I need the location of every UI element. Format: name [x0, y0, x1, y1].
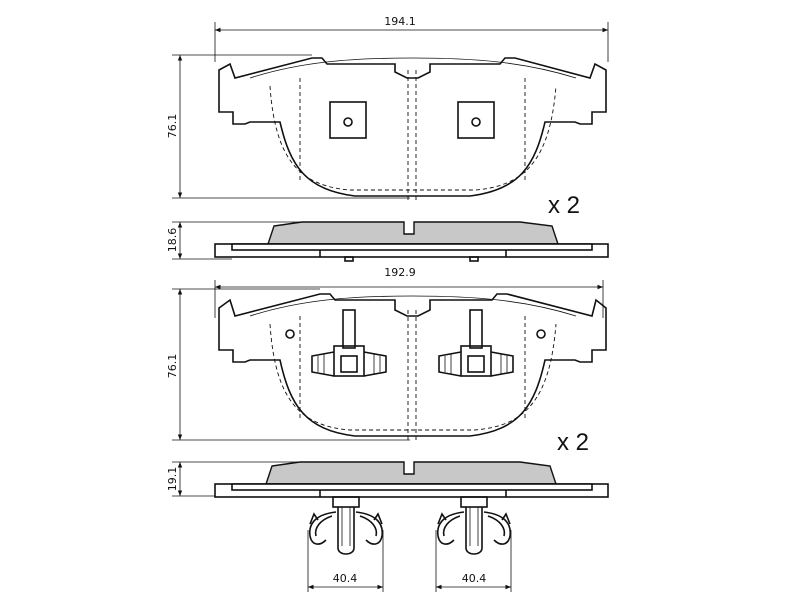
pad2-width-dimension: 192.9: [384, 266, 416, 279]
pad2-thickness-dimension: 19.1: [166, 467, 179, 492]
right-clip-width-dimension: 40.4: [462, 572, 487, 585]
pad1-right-guide-square: [457, 101, 495, 139]
pad2-quantity-label: x 2: [557, 429, 589, 456]
pad1-quantity-label: x 2: [548, 192, 580, 219]
pad1-width-dimension: 194.1: [384, 15, 416, 28]
pad1-left-guide-square: [329, 101, 367, 139]
pad2-left-hole: [285, 329, 295, 339]
pad1-height-dimension: 76.1: [166, 114, 179, 139]
pad1-thickness-dimension: 18.6: [166, 228, 179, 253]
pad2-left-clip: [311, 309, 387, 377]
pad2-height-dimension: 76.1: [166, 354, 179, 379]
pad1-side-view: 18.6: [166, 221, 609, 262]
left-clip-width-dimension: 40.4: [333, 572, 358, 585]
pad2-right-clip: [438, 309, 514, 377]
pad2-front-view: 192.9 76.1: [166, 266, 607, 456]
pad2-right-hole: [536, 329, 546, 339]
pad2-left-clip-side: [309, 496, 383, 555]
pad2-right-clip-side: [437, 496, 511, 555]
pad2-side-view: 19.1: [166, 461, 609, 592]
pad1-front-view: 194.1 76.1 x 2: [166, 15, 609, 219]
